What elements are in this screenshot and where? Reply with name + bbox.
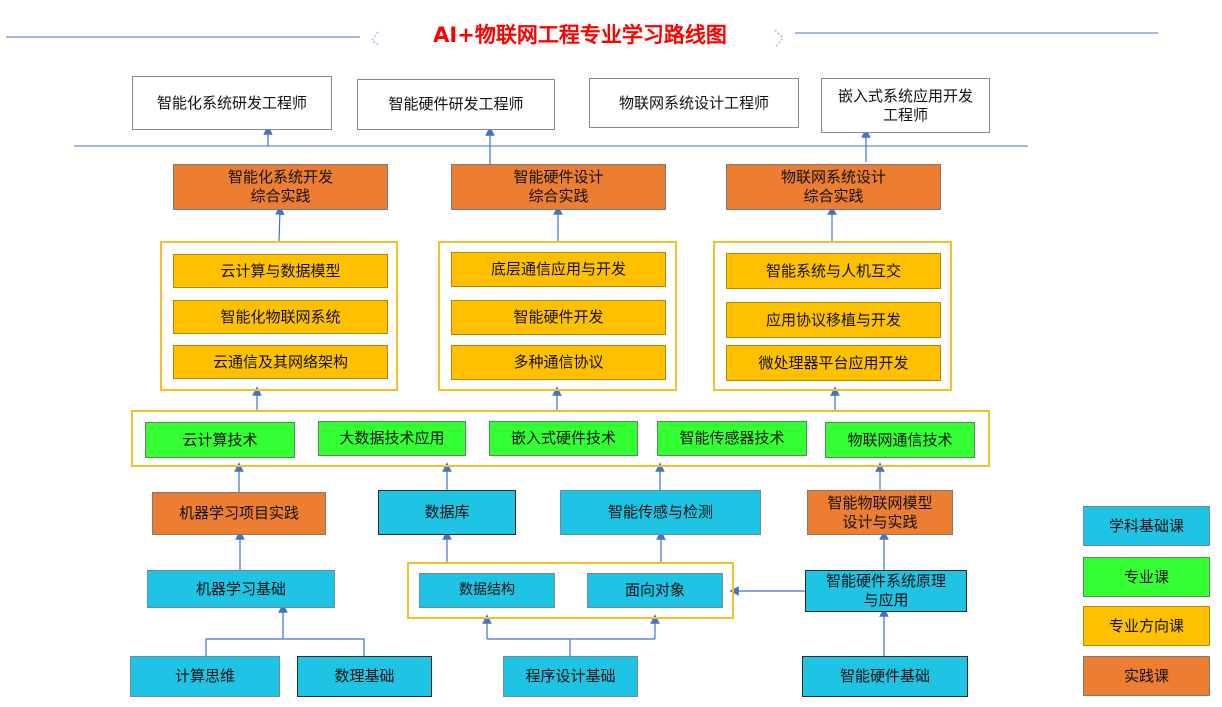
course-cloud-communication: 云通信及其网络架构 xyxy=(173,345,388,379)
career-intelligent-system-engineer: 智能化系统研发工程师 xyxy=(132,76,332,130)
course-comm-protocols: 多种通信协议 xyxy=(451,345,666,380)
course-database: 数据库 xyxy=(378,490,516,535)
course-embedded-hardware: 嵌入式硬件技术 xyxy=(489,421,638,456)
course-hardware-dev: 智能硬件开发 xyxy=(451,300,666,335)
course-big-data: 大数据技术应用 xyxy=(318,421,466,456)
course-intelligent-iot-system: 智能化物联网系统 xyxy=(173,300,388,334)
practice-iot-model: 智能物联网模型 设计与实践 xyxy=(807,490,953,535)
course-hci: 智能系统与人机互交 xyxy=(726,253,941,289)
practice-ml-project: 机器学习项目实践 xyxy=(152,492,326,535)
course-mcu-platform: 微处理器平台应用开发 xyxy=(726,345,941,381)
course-hardware-principles: 智能硬件系统原理 与应用 xyxy=(805,570,967,612)
legend-item-practice: 实践课 xyxy=(1083,656,1210,696)
direction-group-3 xyxy=(713,241,952,391)
course-smart-sensing: 智能传感与检测 xyxy=(560,490,761,535)
course-computational-thinking: 计算思维 xyxy=(130,656,280,697)
course-data-structure: 数据结构 xyxy=(419,573,555,608)
practice-intelligent-system: 智能化系统开发 综合实践 xyxy=(173,164,388,210)
legend-item-foundation: 学科基础课 xyxy=(1083,506,1210,546)
arrow-group1-practice1 xyxy=(275,205,285,242)
programming-course-group xyxy=(407,562,734,619)
course-programming-basics: 程序设计基础 xyxy=(503,656,638,697)
course-ml-basics: 机器学习基础 xyxy=(147,570,335,608)
title-flourish-left xyxy=(370,31,381,47)
career-hardware-engineer: 智能硬件研发工程师 xyxy=(357,79,555,130)
course-protocol-porting: 应用协议移植与开发 xyxy=(726,302,941,338)
legend-item-major: 专业课 xyxy=(1083,557,1210,597)
course-iot-communication: 物联网通信技术 xyxy=(825,422,975,458)
course-hardware-basics: 智能硬件基础 xyxy=(802,656,968,697)
career-iot-designer: 物联网系统设计工程师 xyxy=(589,78,799,128)
course-smart-sensors: 智能传感器技术 xyxy=(657,421,807,456)
direction-group-2 xyxy=(438,241,677,391)
practice-hardware-design: 智能硬件设计 综合实践 xyxy=(451,164,666,210)
course-cloud-computing: 云计算技术 xyxy=(145,422,295,458)
page-title: AI+物联网工程专业学习路线图 xyxy=(433,23,727,47)
course-math-basics: 数理基础 xyxy=(297,656,432,697)
course-cloud-data-model: 云计算与数据模型 xyxy=(173,254,388,288)
practice-iot-design: 物联网系统设计 综合实践 xyxy=(726,164,941,210)
legend-item-direction: 专业方向课 xyxy=(1083,606,1210,646)
bracket-basics-ml xyxy=(205,638,365,656)
career-embedded-engineer: 嵌入式系统应用开发 工程师 xyxy=(821,78,990,133)
title-flourish-right xyxy=(774,29,785,47)
major-course-group xyxy=(131,410,990,467)
direction-group-1 xyxy=(160,241,398,391)
course-low-level-comm: 底层通信应用与开发 xyxy=(451,252,666,287)
course-oop: 面向对象 xyxy=(587,573,723,608)
